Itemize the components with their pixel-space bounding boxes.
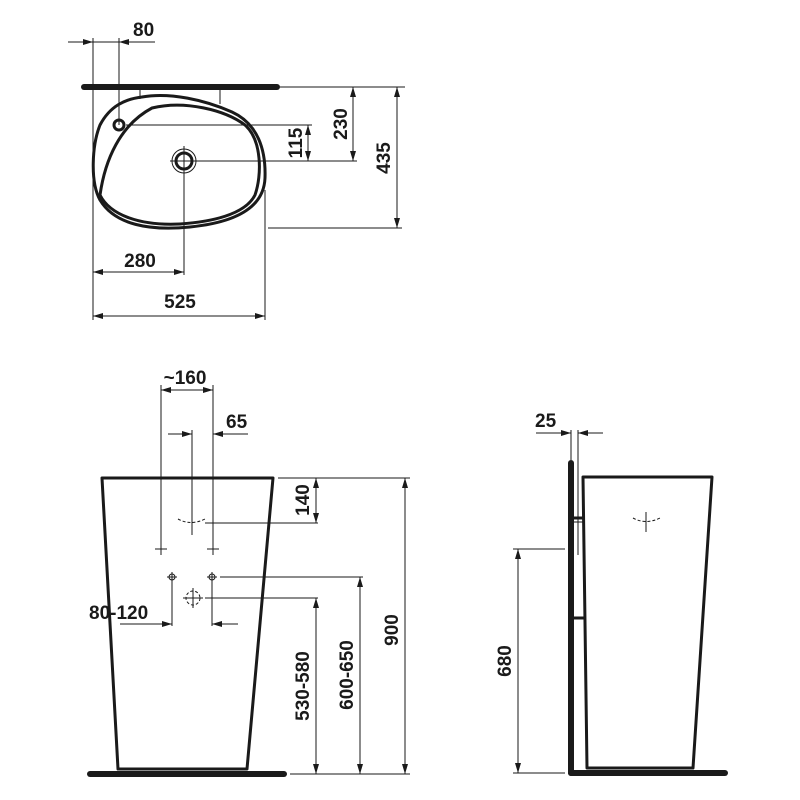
dim-fixing-height: 680: [495, 645, 516, 677]
basin-outer-outline: [91, 93, 267, 230]
front-view: ~160 65 140 80-120 530-580 600-650 900: [87, 368, 410, 777]
basin-inner-outline: [98, 103, 261, 226]
dim-width: 525: [164, 292, 196, 313]
dim-tap-offset: 80: [133, 20, 154, 41]
side-view: 25 680: [495, 411, 728, 776]
dim-tap-holes-spacing: ~160: [164, 368, 207, 389]
dim-overflow-from-top: 140: [293, 484, 314, 516]
dim-depth: 435: [374, 142, 395, 174]
dim-tap-to-drain: 115: [286, 127, 307, 158]
dim-supply-spacing: 80-120: [89, 603, 148, 624]
dim-total-height: 900: [382, 614, 403, 646]
dim-wall-gap: 25: [535, 411, 557, 432]
pedestal-outline: [100, 476, 275, 771]
dim-supply-height: 600-650: [337, 640, 358, 710]
dim-waste-height: 530-580: [293, 651, 314, 721]
top-view: 80 115 230 435 280 525: [68, 20, 405, 320]
dim-drain-from-left: 280: [124, 251, 156, 272]
dim-wall-to-drain: 230: [331, 108, 352, 140]
pedestal-outline: [581, 475, 714, 770]
dim-overflow-offset: 65: [226, 412, 248, 433]
